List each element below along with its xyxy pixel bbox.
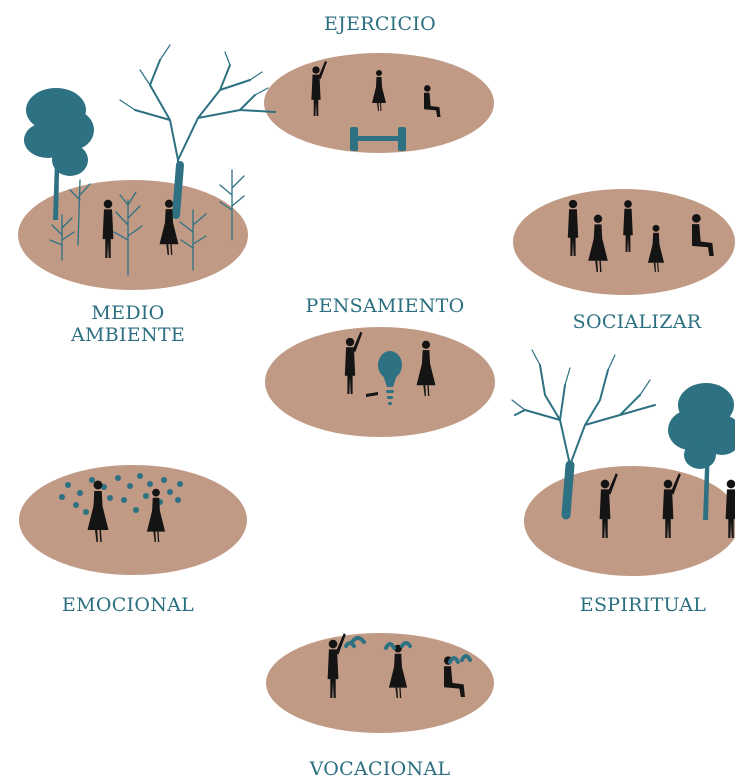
label-vocacional: VOCACIONAL: [309, 758, 451, 780]
ellipse-vocacional: [266, 633, 494, 733]
ellipse-pensamiento: [265, 327, 495, 437]
label-ejercicio: EJERCICIO: [323, 13, 437, 35]
label-espiritual: ESPIRITUAL: [579, 594, 707, 616]
emotion-dots: [59, 473, 183, 515]
bare-tree-icon: [119, 44, 276, 219]
label-medio-ambiente: MEDIO AMBIENTE: [48, 302, 208, 346]
pensamiento-figures: [344, 331, 436, 397]
forest-trees: [49, 44, 276, 276]
label-socializar: SOCIALIZAR: [572, 311, 702, 333]
spiritual-leafy-tree-icon: [668, 383, 735, 520]
ellipse-emocional: [19, 465, 247, 575]
young-trees: [49, 169, 245, 276]
spiritual-bare-tree-icon: [511, 349, 656, 520]
sound-waves-icon: [344, 636, 472, 664]
label-emocional: EMOCIONAL: [61, 594, 195, 616]
ellipse-medio-ambiente: [18, 180, 248, 290]
lightbulb-icon: [378, 351, 402, 405]
label-pensamiento: PENSAMIENTO: [305, 295, 465, 317]
dumbbell-icon: [350, 127, 406, 151]
leafy-tree-icon: [24, 88, 94, 220]
label-medio: MEDIO: [91, 302, 165, 324]
ellipse-espiritual: [524, 466, 735, 576]
ellipse-socializar: [513, 189, 735, 295]
label-ambiente: AMBIENTE: [70, 324, 186, 346]
ellipses: [18, 53, 735, 733]
